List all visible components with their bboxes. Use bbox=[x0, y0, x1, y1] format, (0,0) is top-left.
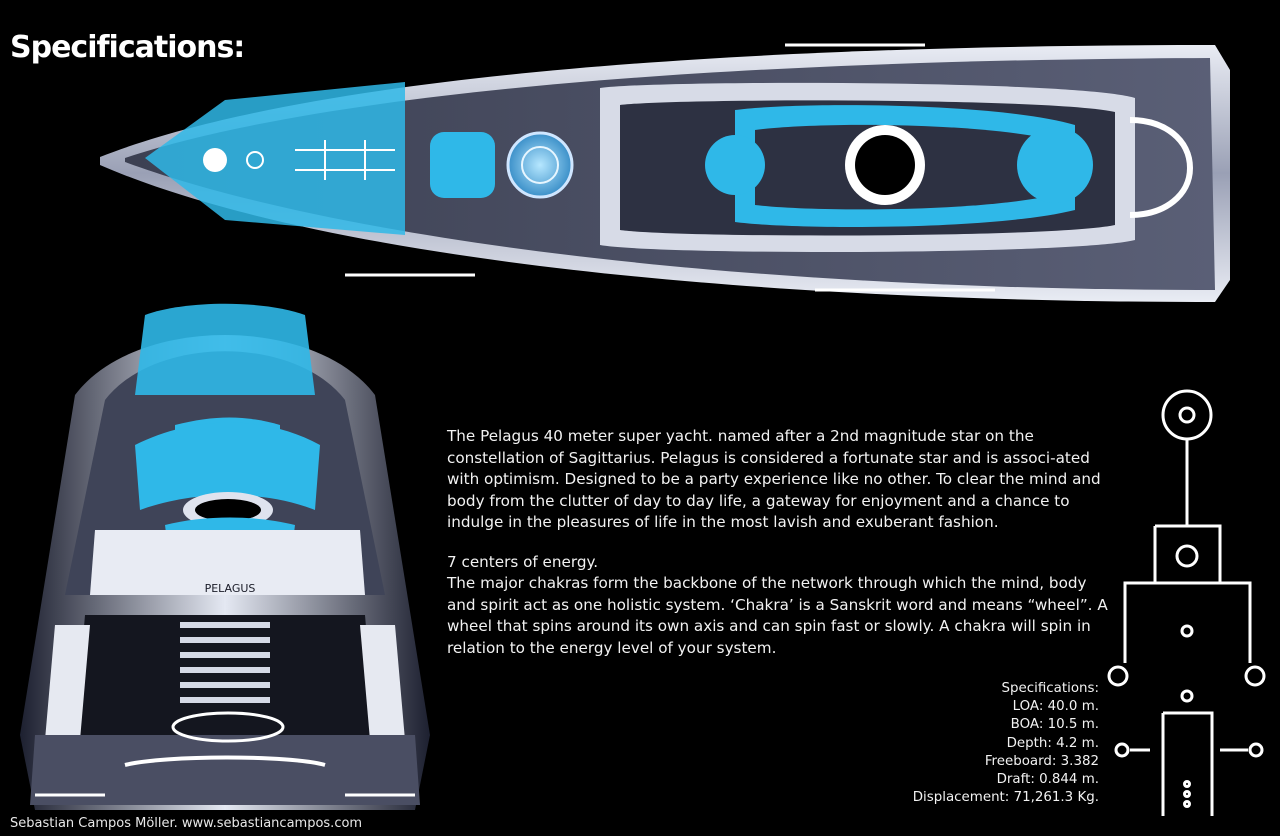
spec-item-depth: Depth: 4.2 m. bbox=[1006, 735, 1099, 751]
yacht-logo-text: PELAGUS bbox=[205, 582, 256, 595]
spec-item-loa: LOA: 40.0 m. bbox=[1012, 699, 1099, 715]
spec-item-boa: BOA: 10.5 m. bbox=[1010, 717, 1099, 733]
description-paragraph: The Pelagus 40 meter super yacht. named … bbox=[447, 427, 1101, 531]
spec-item-displacement: Displacement: 71,261.3 Kg. bbox=[912, 790, 1099, 806]
spec-item-freeboard: Freeboard: 3.382 bbox=[984, 753, 1099, 769]
page-title: Specifications: bbox=[10, 30, 245, 65]
description-paragraph: The major chakras form the backbone of t… bbox=[447, 574, 1108, 657]
yacht-top-view-render bbox=[100, 43, 1230, 302]
description-subheading: 7 centers of energy. bbox=[447, 552, 599, 571]
description-text-block: The Pelagus 40 meter super yacht. named … bbox=[447, 426, 1112, 677]
specifications-heading: Specifications: bbox=[1001, 681, 1099, 696]
spec-item-draft: Draft: 0.844 m. bbox=[996, 772, 1099, 788]
chakra-figure-icon bbox=[1107, 389, 1266, 816]
specifications-list: Specifications: LOA: 40.0 m. BOA: 10.5 m… bbox=[913, 680, 1099, 807]
author-credit: Sebastian Campos Möller. www.sebastianca… bbox=[10, 816, 363, 831]
yacht-rear-view-render: PELAGUS bbox=[20, 303, 430, 810]
